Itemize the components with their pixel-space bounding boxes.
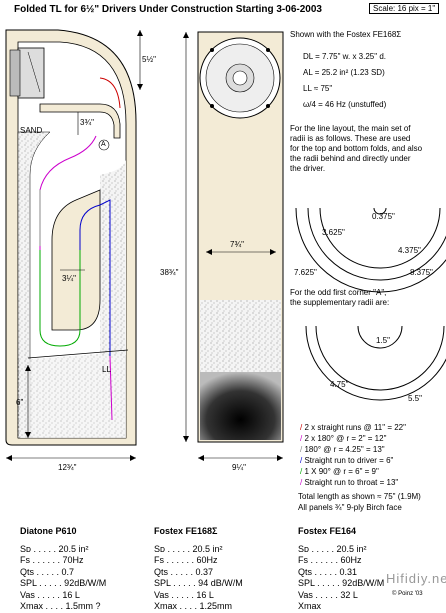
para2: For the odd first corner "A",the supplem… <box>290 288 390 307</box>
scale-label: Scale: 16 pix = 1" <box>369 3 440 14</box>
dim-top-height: 5½" <box>142 55 156 64</box>
watermark: Hifidiy.net <box>386 571 446 586</box>
radius-3625: 3.625" <box>322 228 345 237</box>
info-w4: ω/4 = 46 Hz (unstuffed) <box>303 100 387 109</box>
info-al: AL = 25.2 in² (1.23 SD) <box>303 68 385 77</box>
info-ll: LL ≈ 75" <box>303 84 333 93</box>
info-dl: DL = 7.75" w. x 3.25" d. <box>303 52 386 61</box>
fold-panel-1 <box>39 103 121 139</box>
dim-width-front-inner: 7¾" <box>230 240 244 249</box>
dim-ll: LL <box>102 365 111 374</box>
dim-inner-a: 3¾" <box>80 118 94 127</box>
corner-a-label: A <box>101 141 106 148</box>
line-path-magenta <box>39 135 97 250</box>
shown-with: Shown with the Fostex FE168Σ <box>290 30 402 39</box>
radius-8375: 8.375" <box>410 268 433 277</box>
sand-fill-right <box>100 160 126 355</box>
page-title: Folded TL for 6½" Drivers Under Construc… <box>14 4 322 15</box>
dim-six: 6" <box>16 398 24 407</box>
line-path-blue <box>79 199 111 356</box>
radius-4375: 4.375" <box>398 246 421 255</box>
line-path-pink <box>109 355 113 421</box>
legend-row-1: / 2 x straight runs @ 11" = 22" <box>300 423 406 432</box>
dim-inner-b: 3¼" <box>62 274 76 283</box>
line-path-green <box>39 250 81 347</box>
dim-height-front: 38¾" <box>160 268 179 277</box>
dim-width-front: 9¼" <box>232 463 246 472</box>
radius-15: 1.5" <box>376 336 390 345</box>
legend-row-4: / Straight run to driver = 6" <box>300 456 394 465</box>
radii-set-1 <box>295 207 446 293</box>
driver-side <box>17 47 45 99</box>
dim-width-side: 12¾" <box>58 463 77 472</box>
legend-row-2: / 2 x 180° @ r = 2" = 12" <box>300 434 387 443</box>
stuffing-dense <box>200 372 281 440</box>
radius-7625: 7.625" <box>294 268 317 277</box>
legend-row-3: / 180° @ r = 4.25" = 13" <box>300 445 385 454</box>
sand-fill-bottom <box>20 352 126 438</box>
total-length: Total length as shown ≈ 75" (1.9M) <box>298 492 421 501</box>
legend-row-5: / 1 X 90° @ r = 6" = 9" <box>300 467 379 476</box>
line-path-red <box>99 77 121 109</box>
radii-set-2 <box>305 325 446 401</box>
radius-0375: 0.375" <box>372 212 395 221</box>
fold-panel-2 <box>51 189 101 331</box>
front-view <box>183 31 284 461</box>
sand-label: SAND <box>20 126 43 135</box>
radius-475: 4.75" <box>330 380 349 389</box>
side-view <box>5 29 143 461</box>
copyright: © Poinz '03 <box>392 591 423 597</box>
stuffing-fade <box>200 300 281 375</box>
radius-55: 5.5" <box>408 394 422 403</box>
legend-row-6: / Straight run to throat = 13" <box>300 478 399 487</box>
panels-note: All panels ¾" 9-ply Birch face <box>298 503 402 512</box>
tl-drawing <box>5 29 446 461</box>
length-legend: / 2 x straight runs @ 11" = 22" / 2 x 18… <box>300 422 406 488</box>
